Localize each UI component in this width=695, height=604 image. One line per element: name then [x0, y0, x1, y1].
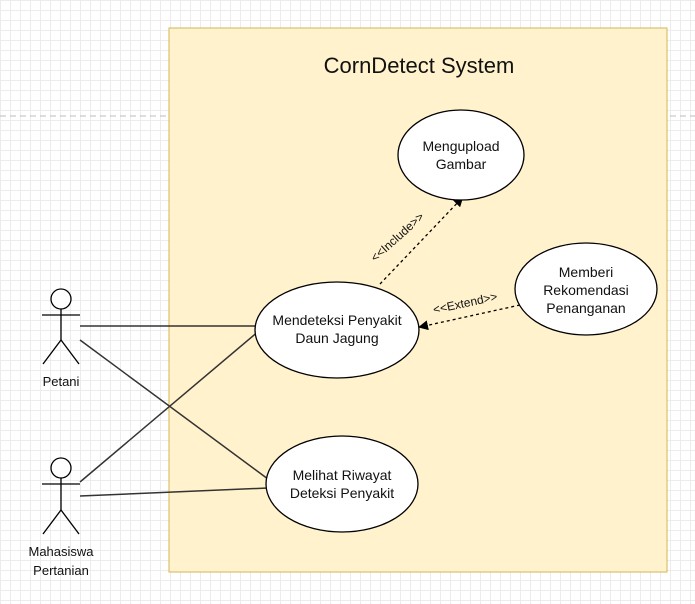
usecase-mengupload-gambar[interactable]: Mengupload Gambar [397, 109, 525, 201]
actor-mahasiswa-pertanian[interactable]: Mahasiswa Pertanian [28, 457, 94, 578]
actor-petani[interactable]: Petani [42, 288, 80, 389]
actor-mahasiswa-leg-right [60, 509, 80, 535]
actor-petani-leg-right [60, 339, 80, 365]
usecase-mengupload-line1: Mengupload [422, 138, 499, 154]
include-arrow[interactable] [379, 196, 464, 285]
usecase-mendeteksi-shape[interactable] [254, 281, 420, 379]
usecase-mengupload-shape[interactable] [397, 109, 525, 201]
association-mahasiswa-mendeteksi[interactable] [79, 329, 261, 483]
usecase-riwayat-line2: Deteksi Penyakit [290, 485, 394, 501]
actor-mahasiswa-label-line2: Pertanian [33, 563, 89, 578]
actor-mahasiswa-leg-left [42, 509, 62, 535]
usecase-mengupload-line2: Gambar [436, 156, 487, 172]
extend-arrow[interactable] [418, 304, 521, 331]
usecase-rekomendasi-line3: Penanganan [546, 300, 625, 316]
usecase-rekomendasi-line1: Memberi [559, 264, 613, 280]
system-title: CornDetect System [324, 53, 515, 78]
usecase-mendeteksi-penyakit[interactable]: Mendeteksi Penyakit Daun Jagung [254, 281, 420, 379]
actor-petani-label: Petani [43, 374, 80, 389]
actor-petani-head [50, 288, 72, 310]
usecase-rekomendasi-shape[interactable] [514, 242, 658, 336]
actor-mahasiswa-head [50, 457, 72, 479]
usecase-mendeteksi-line2: Daun Jagung [295, 330, 378, 346]
association-petani-riwayat[interactable] [79, 339, 273, 483]
actor-mahasiswa-label-line1: Mahasiswa [28, 544, 94, 559]
usecase-memberi-rekomendasi[interactable]: Memberi Rekomendasi Penanganan [514, 242, 658, 336]
usecase-mendeteksi-line1: Mendeteksi Penyakit [272, 312, 401, 328]
association-mahasiswa-riwayat[interactable] [79, 487, 269, 497]
usecase-riwayat-line1: Melihat Riwayat [293, 467, 392, 483]
usecase-rekomendasi-line2: Rekomendasi [543, 282, 629, 298]
usecase-melihat-riwayat[interactable]: Melihat Riwayat Deteksi Penyakit [265, 435, 419, 533]
actor-petani-leg-left [42, 339, 62, 365]
usecase-riwayat-shape[interactable] [265, 435, 419, 533]
